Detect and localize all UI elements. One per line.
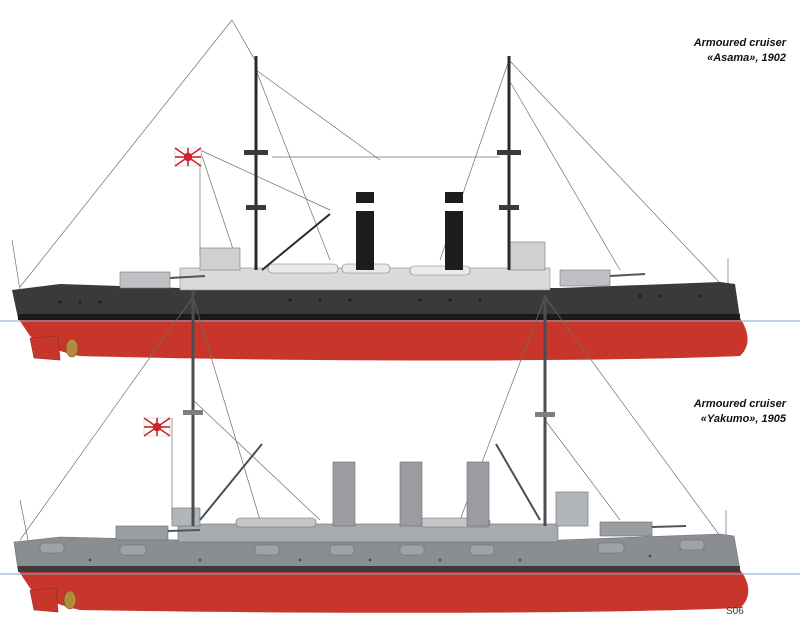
yakumo-profile <box>0 290 800 613</box>
asama-boat <box>267 263 339 274</box>
yakumo-fore-bridge <box>171 507 201 527</box>
asama-rudder <box>29 335 61 361</box>
artist-signature: S06 <box>726 606 744 617</box>
asama-fore-turret <box>119 271 171 289</box>
yakumo-boat <box>235 517 317 528</box>
asama-masts <box>244 56 521 271</box>
yakumo-rudder <box>29 587 59 613</box>
yakumo-rigging <box>19 296 727 541</box>
asama-portholes <box>58 294 702 304</box>
yakumo-caption-line1: Armoured cruiser <box>693 398 786 410</box>
asama-caption: Armoured cruiser «Asama», 1902 <box>694 36 786 66</box>
yakumo-portholes <box>88 554 652 562</box>
yakumo-funnels <box>332 461 490 527</box>
yakumo-boot-top <box>18 566 740 572</box>
asama-aft-turret <box>559 269 611 287</box>
asama-aft-bridge <box>509 241 546 271</box>
asama-boot-top <box>18 314 740 320</box>
asama-funnels <box>356 192 463 270</box>
yakumo-aft-turret <box>599 521 653 537</box>
asama-lower-hull <box>18 318 748 361</box>
asama-fore-bridge <box>199 247 241 271</box>
yakumo-caption: Armoured cruiser «Yakumo», 1905 <box>694 397 786 427</box>
rising-sun-flag-icon <box>174 147 202 167</box>
yakumo-masts <box>183 290 555 526</box>
yakumo-propeller <box>63 590 77 610</box>
yakumo-superstructure <box>177 523 559 543</box>
rising-sun-flag-icon <box>143 417 171 437</box>
yakumo-fore-turret <box>115 525 169 541</box>
asama-propeller <box>65 338 79 358</box>
yakumo-lower-hull <box>18 570 749 613</box>
asama-caption-line1: Armoured cruiser <box>693 37 786 49</box>
asama-profile <box>0 19 800 361</box>
asama-rigging <box>11 19 729 301</box>
yakumo-caption-line2: «Yakumo», 1905 <box>700 413 786 425</box>
asama-caption-line2: «Asama», 1902 <box>707 52 786 64</box>
yakumo-aft-bridge <box>555 491 589 527</box>
yakumo-casemates <box>39 539 705 556</box>
